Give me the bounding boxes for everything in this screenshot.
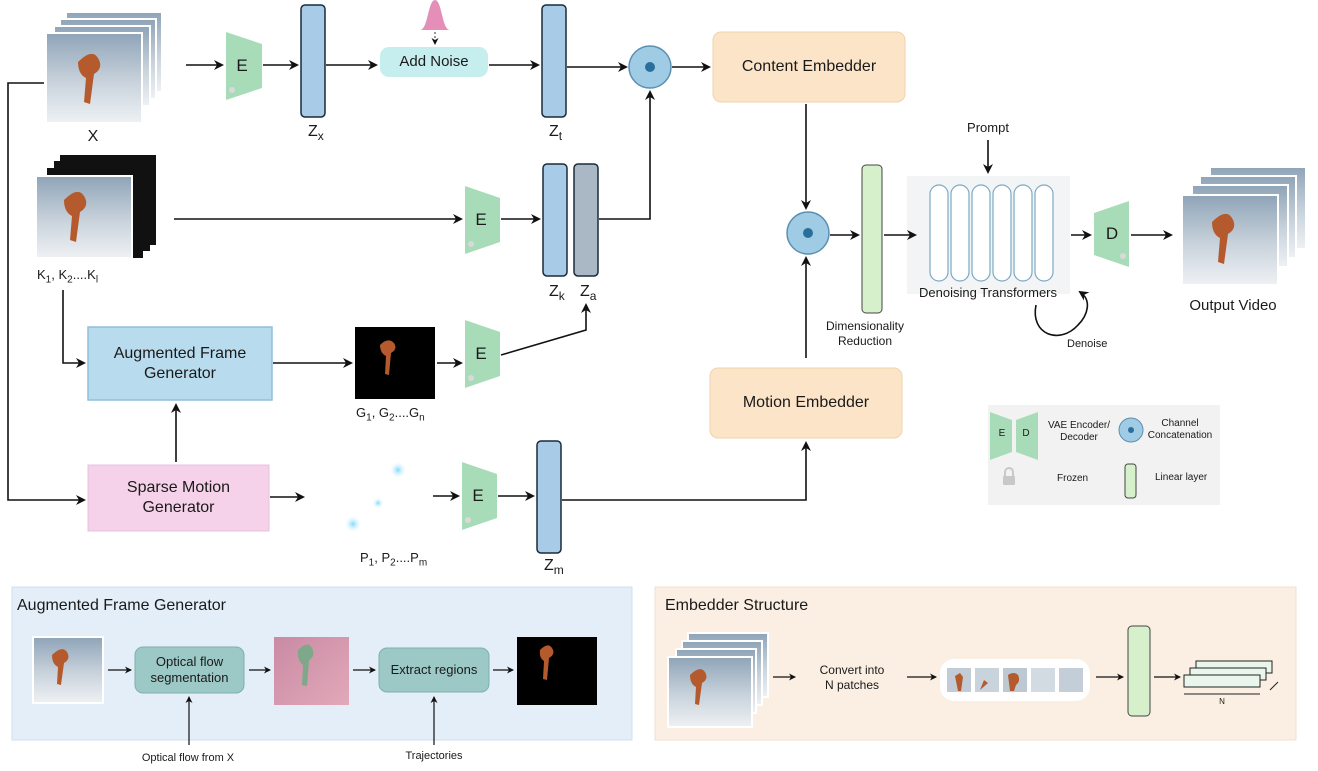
encoder-keyframes	[465, 186, 500, 254]
concat-circle-1	[628, 45, 672, 89]
latent-zm-label: Zm	[544, 557, 564, 578]
legend-frozen-label: Frozen	[1057, 473, 1089, 484]
label-x: X	[87, 128, 99, 145]
motion-point-2	[372, 497, 384, 509]
motion-point-1	[389, 461, 407, 479]
trajectories-label: Trajectories	[405, 750, 463, 762]
decoder-label: D	[1105, 224, 1119, 244]
afg-panel-title: Augmented Frame Generator	[17, 597, 226, 614]
embedder-linear-bar	[1127, 625, 1151, 717]
add-noise-box	[380, 47, 488, 77]
output-video-label: Output Video	[1189, 297, 1277, 314]
motion-embedder-label: Motion Embedder	[742, 394, 870, 411]
denoise-label: Denoise	[1067, 338, 1108, 350]
latent-za-label: Za	[580, 283, 597, 304]
latent-zt	[541, 4, 567, 118]
latent-zm	[536, 440, 562, 554]
decoder	[1094, 201, 1129, 267]
smg-box	[87, 464, 270, 532]
token-stack	[1183, 660, 1273, 688]
legend-vae-label: VAE Encoder/Decoder	[1047, 419, 1111, 444]
legend-d-label: D	[1022, 427, 1030, 439]
encoder-top	[226, 32, 262, 100]
transformer-layers	[929, 184, 1054, 282]
encoder-motion-label: E	[472, 486, 484, 506]
keyframes-label: K1, K2....Kl	[37, 267, 99, 286]
optical-flow-from-x-label: Optical flow from X	[141, 752, 235, 764]
keyframe-stack	[35, 155, 156, 259]
latent-zk	[542, 163, 568, 277]
embedder-panel-title: Embedder Structure	[665, 597, 809, 614]
add-noise-label: Add Noise	[399, 52, 469, 70]
latent-zx-label: Zx	[308, 123, 324, 144]
denoising-transformers-label: Denoising Transformers	[919, 285, 1057, 300]
points-label: P1, P2....Pm	[360, 550, 428, 569]
latent-zt-label: Zt	[549, 123, 563, 144]
legend-linear-icon	[1124, 463, 1137, 499]
latent-za	[573, 163, 599, 277]
encoder-keyframes-label: E	[475, 210, 487, 230]
encoder-augmented	[465, 320, 500, 388]
legend-linear-label: Linear layer	[1155, 472, 1208, 483]
encoder-motion	[462, 462, 497, 530]
optical-flow-box	[134, 646, 245, 694]
noise-bell-icon	[420, 0, 450, 30]
augmented-frames-label: G1, G2....Gn	[356, 405, 425, 424]
extract-regions-box	[378, 647, 490, 693]
output-video-stack	[1181, 166, 1307, 286]
concat-circle-2	[786, 211, 830, 255]
prompt-label: Prompt	[967, 120, 1009, 135]
encoder-augmented-label: E	[475, 344, 487, 364]
afg-box	[87, 326, 273, 401]
dim-reduction-bar	[861, 164, 883, 314]
extracted-image	[517, 637, 597, 705]
latent-zx	[300, 4, 326, 118]
legend-e-label: E	[998, 427, 1006, 439]
legend-frozen-lock-icon	[1003, 467, 1015, 485]
augmented-frame-image	[355, 327, 435, 399]
n-label: N	[1219, 697, 1225, 706]
legend-vae-icon	[990, 412, 1038, 460]
legend-concat-icon	[1118, 417, 1144, 443]
content-embedder-box	[712, 31, 906, 103]
motion-point-3	[344, 515, 362, 533]
content-embedder-label: Content Embedder	[741, 58, 877, 75]
extract-regions-label: Extract regions	[390, 661, 478, 677]
latent-zk-label: Zk	[549, 283, 565, 304]
input-video-stack	[45, 11, 163, 124]
encoder-top-label: E	[236, 56, 248, 76]
motion-embedder-box	[709, 367, 903, 439]
